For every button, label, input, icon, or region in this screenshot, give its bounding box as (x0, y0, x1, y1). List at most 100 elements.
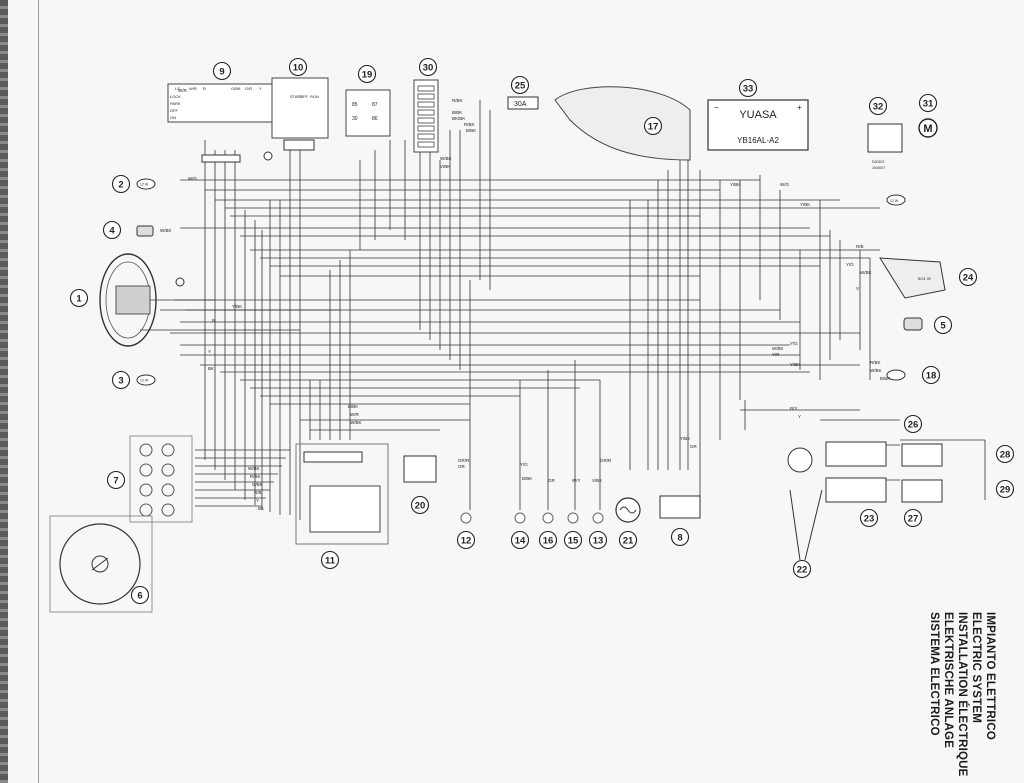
start-switch-label: START (290, 94, 303, 99)
callout-4 (102, 220, 122, 240)
connector-pin (417, 101, 435, 108)
starter-relay (345, 89, 391, 137)
callout-8 (670, 527, 690, 547)
start-switch-connector (283, 139, 315, 151)
speedometer-needle (91, 557, 109, 571)
wire-label: GR/R (458, 458, 470, 463)
callout-1 (69, 288, 89, 308)
callout-number-7: 7 (113, 476, 118, 487)
speedometer-hub (91, 555, 109, 573)
bulb-rear (136, 374, 156, 386)
control-unit (309, 485, 381, 533)
start-button (263, 151, 273, 161)
callout-31 (918, 93, 938, 113)
callout-30 (418, 57, 438, 77)
wire-label: W/R (350, 412, 359, 417)
callout-number-21: 21 (623, 536, 634, 547)
key-switch-row: LOCK (170, 94, 181, 99)
wire-label: BK/BK (452, 116, 465, 121)
connector-pin (417, 109, 435, 116)
bulb-label-rear: 12 W (140, 379, 149, 383)
callout-13 (588, 530, 608, 550)
callout-number-9: 9 (219, 67, 224, 78)
callout-number-13: 13 (593, 536, 604, 547)
wire-label: Y/BK (232, 304, 242, 309)
key-switch-header: G/BK (231, 86, 241, 91)
battery-brand: YUASA (739, 109, 777, 121)
callout-number-29: 29 (1000, 485, 1011, 496)
callout-27 (903, 508, 923, 528)
warning-lamp (161, 483, 175, 497)
wire-label: V/BK (440, 164, 450, 169)
key-switch-table (167, 83, 273, 123)
main-fuse (507, 96, 539, 110)
callout-number-32: 32 (873, 102, 884, 113)
instrument-cluster (129, 435, 193, 523)
title-line-fr: INSTALLATION ÉLECTRIQUE (956, 612, 968, 777)
wire-label: W/G (780, 182, 789, 187)
relay-terminal: 86 (372, 116, 378, 122)
callout-number-5: 5 (940, 321, 946, 332)
callout-number-25: 25 (515, 81, 526, 92)
callout-number-4: 4 (109, 226, 115, 237)
title-line-it: IMPIANTO ELETTRICO (984, 612, 996, 740)
key-switch-header: Y (259, 86, 262, 91)
headlight-bulb-housing (115, 285, 151, 315)
wire-label: W/BK (350, 420, 362, 425)
bulb-label-side: 12 W (890, 199, 899, 203)
callout-11 (320, 550, 340, 570)
bulb-side (886, 194, 906, 206)
battery-pos: + (797, 103, 802, 112)
ignition-unit-rear (825, 477, 887, 503)
headlight-lens (99, 253, 157, 347)
bulb-rear-right (886, 369, 906, 381)
callout-number-24: 24 (963, 273, 974, 284)
callout-number-10: 10 (293, 63, 304, 74)
title-line-en: ELECTRIC SYSTEM (970, 612, 982, 723)
callout-number-19: 19 (362, 70, 373, 81)
battery (707, 99, 809, 151)
taillight-bulb-label: 5/21 W (918, 276, 931, 281)
callout-number-26: 26 (908, 420, 919, 431)
callout-25 (510, 75, 530, 95)
wire-label: W/BK (772, 346, 784, 351)
wire-label: GR/R (600, 458, 612, 463)
callout-32 (868, 96, 888, 116)
wire-label: Y/BK (680, 436, 690, 441)
ignition-coil-rear (901, 479, 943, 503)
wire-label: Y (208, 349, 211, 354)
pickup-lead (789, 489, 801, 561)
bulb-front (136, 178, 156, 190)
sensor-4 (592, 512, 604, 524)
speedometer-dial (59, 523, 141, 605)
warning-lamp (139, 463, 153, 477)
callout-number-14: 14 (515, 536, 526, 547)
control-unit-frame (295, 443, 389, 545)
wire-label: R/BK (464, 122, 475, 127)
starter-motor (918, 118, 938, 138)
diode-part: 1N4007 (872, 166, 885, 170)
key-switch-header: R (203, 86, 206, 91)
warning-lamp (161, 443, 175, 457)
callout-number-33: 33 (743, 84, 754, 95)
callout-number-27: 27 (908, 514, 919, 525)
wire-label: R/BK (250, 474, 261, 479)
wire-label: Y/BK (800, 202, 810, 207)
title-line-es: SISTEMA ELECTRICO (928, 612, 940, 736)
battery-neg: − (714, 103, 719, 112)
callout-number-3: 3 (118, 376, 123, 387)
page-edge-band (0, 0, 8, 783)
callout-22 (792, 559, 812, 579)
callout-number-6: 6 (137, 591, 142, 602)
connector-pin (417, 141, 435, 148)
callout-number-28: 28 (1000, 450, 1011, 461)
sensor-2 (542, 512, 554, 524)
key-switch-header: LS (175, 86, 180, 91)
headlight-ground (175, 277, 185, 287)
callout-12 (456, 530, 476, 550)
wire-label: Y/G (790, 341, 798, 346)
wire-label: W/BK (160, 228, 172, 233)
key-switch-row: ON (170, 115, 176, 120)
bulb-label-front: 12 W (140, 183, 149, 187)
callout-number-17: 17 (648, 122, 659, 133)
